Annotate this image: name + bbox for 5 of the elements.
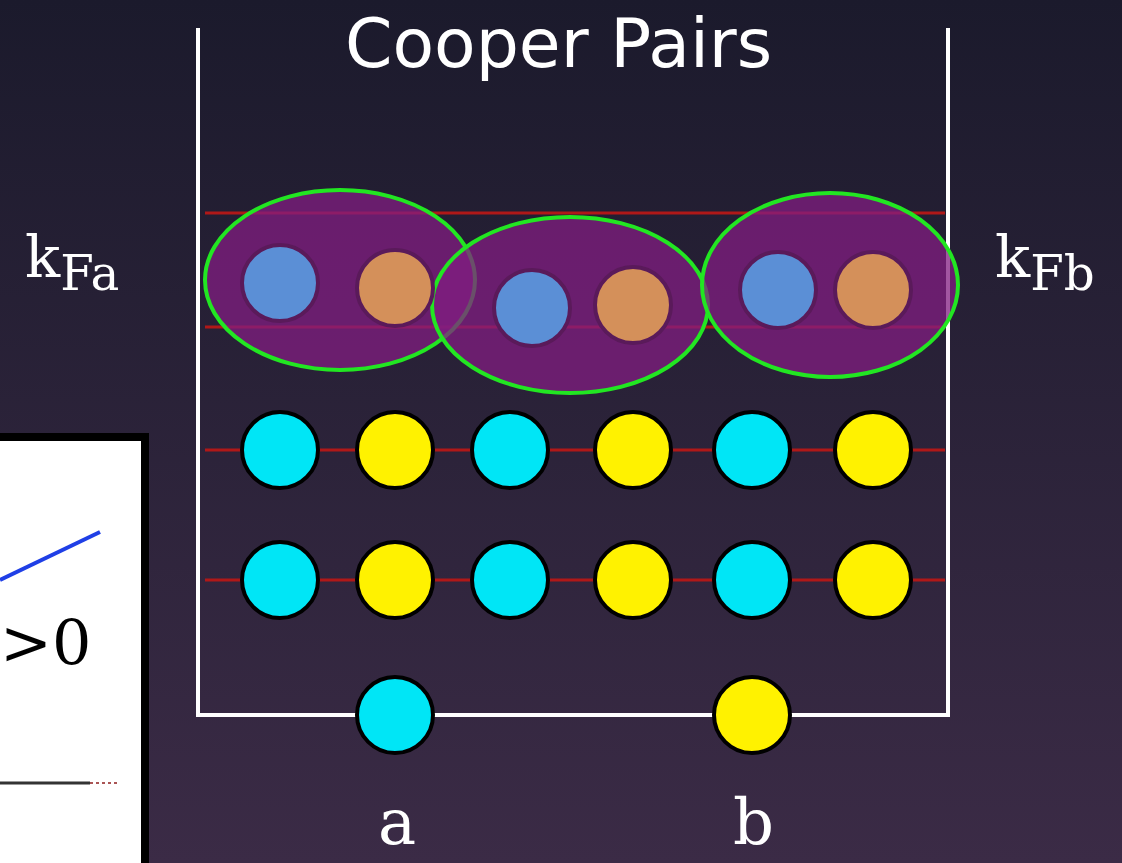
axis-label: b [733,790,774,854]
fermi-wavevector-label: k$_{Fb}$ [995,228,1095,297]
graph-label: >0 [0,612,92,674]
axis-label: a [378,790,417,854]
fermi-wavevector-label: k$_{Fa}$ [25,228,120,297]
